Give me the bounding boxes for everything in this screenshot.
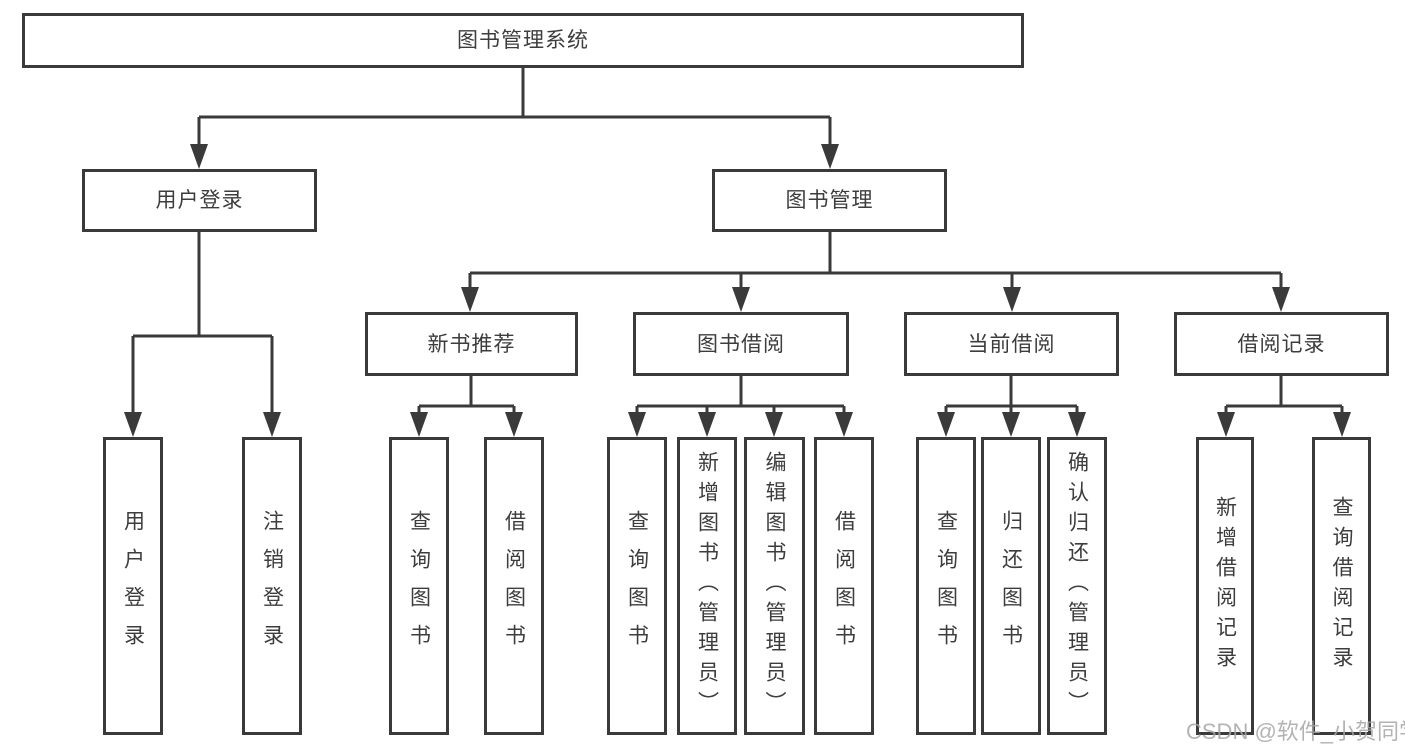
arrow-down-icon	[698, 412, 716, 437]
arrow-down-icon	[410, 412, 428, 437]
node-label: 新增借阅记录	[1213, 496, 1237, 676]
node-label: 图书借阅	[697, 332, 785, 356]
leaf-add-borrow-record: 新增借阅记录	[1196, 437, 1254, 735]
arrow-down-icon	[505, 412, 523, 437]
leaf-return-books: 归还图书	[981, 437, 1041, 735]
node-label: 新书推荐	[427, 332, 516, 356]
node-label: 图书管理系统	[457, 29, 589, 52]
node-new-book-recommend: 新书推荐	[365, 312, 578, 376]
node-user-login: 用户登录	[82, 169, 317, 232]
arrow-down-icon	[821, 144, 839, 169]
tree-connector-paths	[131, 68, 1344, 414]
leaf-borrow-books-recommend: 借阅图书	[484, 437, 544, 735]
leaf-confirm-return-admin: 确认归还（管理员）	[1047, 437, 1107, 735]
node-label: 确认归还（管理员）	[1065, 451, 1089, 721]
arrow-down-icon	[765, 412, 783, 437]
arrow-down-icon	[1068, 412, 1086, 437]
node-label: 新增图书（管理员）	[695, 451, 719, 721]
arrow-down-icon	[263, 412, 281, 437]
node-label: 查询图书	[934, 510, 958, 662]
leaf-borrow-books: 借阅图书	[814, 437, 874, 735]
node-book-borrow: 图书借阅	[633, 312, 849, 376]
arrow-down-icon	[461, 287, 479, 312]
node-label: 注销登录	[260, 510, 284, 662]
watermark: CSDN @软件_小贺同学	[1186, 719, 1405, 744]
leaf-user-login: 用户登录	[103, 437, 163, 735]
arrow-down-icon	[1002, 412, 1020, 437]
leaf-query-books-recommend: 查询图书	[389, 437, 449, 735]
arrow-down-icon	[1333, 412, 1351, 437]
node-label: 用户登录	[121, 510, 145, 662]
node-label: 查询图书	[625, 510, 649, 662]
node-label: 当前借阅	[967, 332, 1056, 356]
leaf-query-borrow-record: 查询借阅记录	[1312, 437, 1371, 735]
arrow-down-icon	[1217, 412, 1235, 437]
node-label: 用户登录	[155, 189, 244, 212]
leaf-query-books-borrow: 查询图书	[607, 437, 667, 735]
arrow-down-icon	[937, 412, 955, 437]
node-label: 查询图书	[407, 510, 431, 662]
arrow-down-icon	[124, 412, 142, 437]
node-label: 借阅记录	[1237, 332, 1326, 356]
node-label: 编辑图书（管理员）	[763, 451, 786, 721]
node-book-management: 图书管理	[712, 169, 947, 232]
node-label: 借阅图书	[832, 510, 856, 662]
arrowhead-icons	[124, 144, 1351, 437]
leaf-query-books-current: 查询图书	[916, 437, 976, 735]
arrow-down-icon	[1272, 287, 1290, 312]
leaf-edit-books-admin: 编辑图书（管理员）	[744, 437, 805, 735]
node-label: 图书管理	[785, 189, 874, 212]
node-borrow-record: 借阅记录	[1174, 312, 1389, 376]
node-label: 查询借阅记录	[1330, 496, 1353, 676]
node-label: 借阅图书	[502, 510, 526, 662]
node-root-system: 图书管理系统	[22, 13, 1024, 68]
arrow-down-icon	[190, 144, 208, 169]
leaf-logout-login: 注销登录	[242, 437, 302, 735]
arrow-down-icon	[628, 412, 646, 437]
arrow-down-icon	[1003, 287, 1021, 312]
node-current-borrow: 当前借阅	[904, 312, 1119, 376]
node-label: 归还图书	[999, 510, 1023, 662]
arrow-down-icon	[732, 287, 750, 312]
arrow-down-icon	[835, 412, 853, 437]
leaf-add-books-admin: 新增图书（管理员）	[677, 437, 737, 735]
